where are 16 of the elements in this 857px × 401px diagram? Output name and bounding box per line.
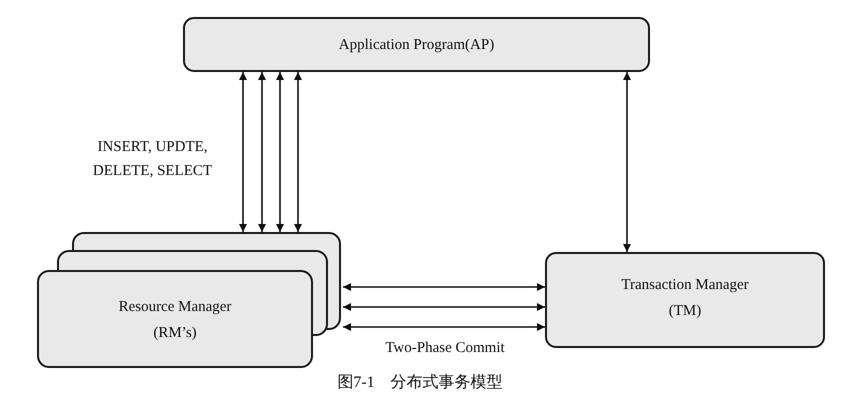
- application-box: [183, 17, 650, 72]
- arrow: [239, 72, 247, 232]
- arrow: [623, 72, 631, 252]
- protocol-label: Two-Phase Commit: [384, 339, 506, 358]
- arrow: [294, 72, 302, 232]
- node-label: Transaction Manager (TM): [620, 276, 750, 321]
- node-label: Resource Manager (RM’s): [118, 298, 232, 343]
- arrow: [343, 323, 545, 331]
- caption: 图7-1 分布式事务模型: [336, 372, 504, 393]
- transaction-manager-box: [545, 252, 825, 348]
- arrow: [276, 72, 284, 232]
- node-label: Application Program(AP): [338, 36, 494, 54]
- operation-label: INSERT, UPDTE, DELETE, SELECT: [92, 138, 214, 181]
- arrow: [258, 72, 266, 232]
- arrow: [343, 283, 545, 291]
- arrow: [343, 303, 545, 311]
